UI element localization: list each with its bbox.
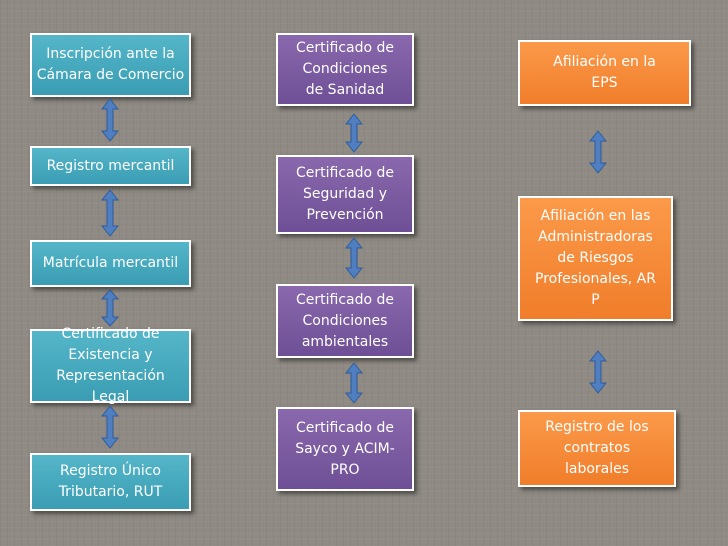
box-certificado-existencia: Certificado de Existencia y Representaci… <box>30 326 191 405</box>
box-certificado-seguridad: Certificado de Seguridad y Prevención <box>276 155 414 234</box>
box-registro-mercantil: Registro mercantil <box>30 146 191 186</box>
box-certificado-sayco-acimpro: Certificado de Sayco y ACIM- PRO <box>276 407 414 491</box>
double-arrow-left-2 <box>101 189 119 237</box>
double-arrow-left-3 <box>101 289 119 327</box>
box-registro-contratos-laborales: Registro de los contratos laborales <box>518 410 676 487</box>
box-inscripcion-camara-comercio: Inscripción ante la Cámara de Comercio <box>30 33 191 97</box>
double-arrow-middle-3 <box>345 362 363 404</box>
box-registro-unico-tributario: Registro Único Tributario, RUT <box>30 453 191 511</box>
double-arrow-left-4 <box>101 405 119 449</box>
double-arrow-middle-2 <box>345 237 363 279</box>
double-arrow-right-2 <box>589 350 607 394</box>
box-matricula-mercantil: Matrícula mercantil <box>30 240 191 287</box>
double-arrow-right-1 <box>589 130 607 174</box>
box-afiliacion-eps: Afiliación en la EPS <box>518 40 691 106</box>
box-afiliacion-arp: Afiliación en las Administradoras de Rie… <box>518 196 673 321</box>
double-arrow-left-1 <box>101 98 119 142</box>
box-certificado-sanidad: Certificado de Condiciones de Sanidad <box>276 33 414 106</box>
box-certificado-ambientales: Certificado de Condiciones ambientales <box>276 284 414 358</box>
double-arrow-middle-1 <box>345 113 363 153</box>
